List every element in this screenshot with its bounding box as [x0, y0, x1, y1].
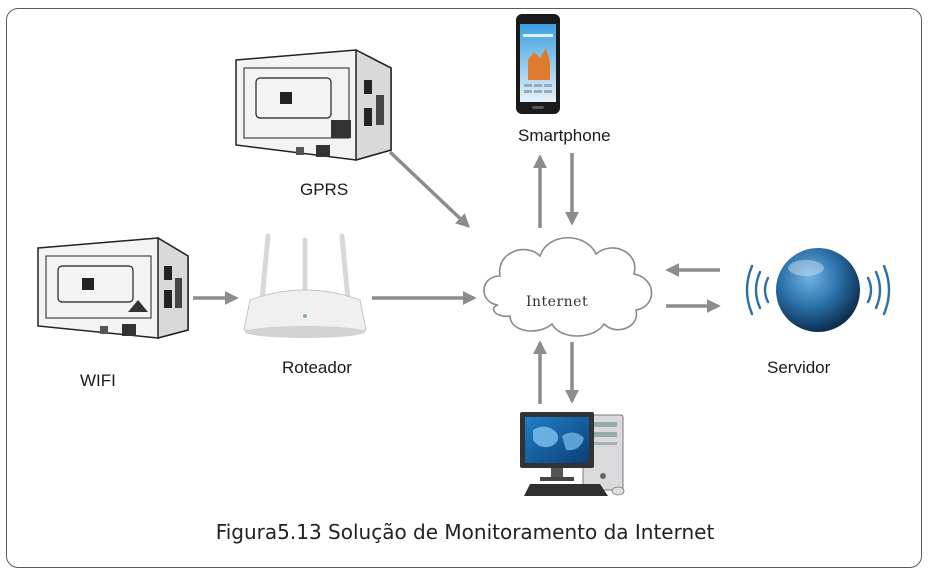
desktop-computer-icon	[520, 412, 625, 496]
connection-arrows	[193, 150, 721, 404]
router-icon	[243, 233, 367, 338]
cloud-icon	[483, 236, 653, 337]
figure-caption: Figura5.13 Solução de Monitoramento da I…	[215, 520, 715, 544]
smartphone-label: Smartphone	[518, 126, 611, 145]
arrow-gprs-to-internet	[388, 150, 471, 228]
internet-label: Internet	[526, 294, 589, 310]
server-label: Servidor	[767, 358, 831, 377]
diagram-frame	[6, 8, 922, 568]
wifi-label: WIFI	[80, 371, 116, 390]
inverter-wifi-icon	[37, 236, 189, 339]
inverter-gprs-icon	[235, 48, 392, 161]
server-globe-icon	[745, 248, 891, 332]
router-label: Roteador	[282, 358, 352, 377]
smartphone-icon	[516, 14, 560, 114]
gprs-label: GPRS	[300, 180, 349, 199]
